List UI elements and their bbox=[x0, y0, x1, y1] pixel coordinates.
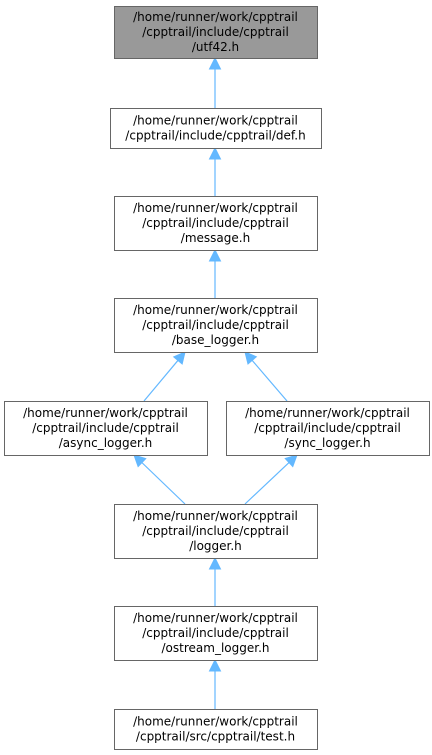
node-async_logger[interactable]: /home/runner/work/cpptrail/cpptrail/incl… bbox=[4, 401, 208, 456]
edge-sync_logger-to-base_logger bbox=[251, 359, 288, 402]
node-label-line: /home/runner/work/cpptrail bbox=[133, 201, 298, 215]
edge-arrowhead bbox=[208, 556, 222, 570]
node-label-line: /cpptrail/include/cpptrail bbox=[254, 421, 401, 435]
node-label-line: /cpptrail/src/cpptrail/test.h bbox=[136, 730, 295, 744]
graph-nodes: /home/runner/work/cpptrail/cpptrail/incl… bbox=[4, 6, 430, 750]
node-test[interactable]: /home/runner/work/cpptrail/cpptrail/src/… bbox=[114, 709, 318, 750]
node-label-line: /home/runner/work/cpptrail bbox=[133, 114, 298, 128]
node-box bbox=[226, 401, 430, 456]
node-label-line: /utf42.h bbox=[192, 40, 239, 54]
node-def[interactable]: /home/runner/work/cpptrail/cpptrail/incl… bbox=[110, 108, 322, 149]
node-label-line: /cpptrail/include/cpptrail bbox=[32, 421, 179, 435]
node-label-line: /cpptrail/include/cpptrail bbox=[142, 626, 289, 640]
node-box bbox=[114, 6, 318, 59]
node-label-line: /sync_logger.h bbox=[284, 436, 370, 450]
node-box bbox=[4, 401, 208, 456]
node-logger[interactable]: /home/runner/work/cpptrail/cpptrail/incl… bbox=[114, 504, 318, 559]
edge-logger-to-async_logger bbox=[141, 462, 186, 505]
node-box bbox=[114, 606, 318, 661]
edge-logger-to-sync_logger bbox=[244, 462, 290, 505]
node-label-line: /cpptrail/include/cpptrail bbox=[142, 25, 289, 39]
node-label-line: /home/runner/work/cpptrail bbox=[133, 10, 298, 24]
node-label-line: /ostream_logger.h bbox=[162, 641, 270, 655]
node-label-line: /logger.h bbox=[189, 539, 242, 553]
edge-arrowhead bbox=[284, 454, 298, 468]
node-label-line: /cpptrail/include/cpptrail bbox=[142, 524, 289, 538]
edge-arrowhead bbox=[208, 146, 222, 160]
node-base_logger[interactable]: /home/runner/work/cpptrail/cpptrail/incl… bbox=[114, 298, 318, 353]
edge-arrowhead bbox=[208, 56, 222, 70]
node-box bbox=[110, 108, 322, 149]
node-label-line: /cpptrail/include/cpptrail bbox=[142, 318, 289, 332]
node-label-line: /home/runner/work/cpptrail bbox=[133, 509, 298, 523]
node-label-line: /home/runner/work/cpptrail bbox=[245, 406, 410, 420]
node-label-line: /async_logger.h bbox=[59, 436, 153, 450]
node-ostream_logger[interactable]: /home/runner/work/cpptrail/cpptrail/incl… bbox=[114, 606, 318, 661]
node-box bbox=[114, 709, 318, 750]
node-box bbox=[114, 298, 318, 353]
node-label-line: /cpptrail/include/cpptrail/def.h bbox=[125, 129, 305, 143]
node-label-line: /home/runner/work/cpptrail bbox=[133, 715, 298, 729]
node-utf42: /home/runner/work/cpptrail/cpptrail/incl… bbox=[114, 6, 318, 59]
node-message[interactable]: /home/runner/work/cpptrail/cpptrail/incl… bbox=[114, 196, 318, 251]
node-label-line: /cpptrail/include/cpptrail bbox=[142, 216, 289, 230]
edge-arrowhead bbox=[133, 454, 147, 468]
node-sync_logger[interactable]: /home/runner/work/cpptrail/cpptrail/incl… bbox=[226, 401, 430, 456]
edge-arrowhead bbox=[208, 658, 222, 672]
edge-arrowhead bbox=[244, 351, 258, 365]
edge-arrowhead bbox=[172, 351, 186, 365]
node-box bbox=[114, 196, 318, 251]
node-box bbox=[114, 504, 318, 559]
edge-async_logger-to-base_logger bbox=[143, 360, 179, 402]
graph-edges bbox=[133, 56, 298, 709]
node-label-line: /message.h bbox=[181, 231, 250, 245]
node-label-line: /home/runner/work/cpptrail bbox=[133, 611, 298, 625]
node-label-line: /home/runner/work/cpptrail bbox=[23, 406, 188, 420]
node-label-line: /home/runner/work/cpptrail bbox=[133, 303, 298, 317]
edge-arrowhead bbox=[208, 248, 222, 262]
node-label-line: /base_logger.h bbox=[172, 333, 259, 347]
